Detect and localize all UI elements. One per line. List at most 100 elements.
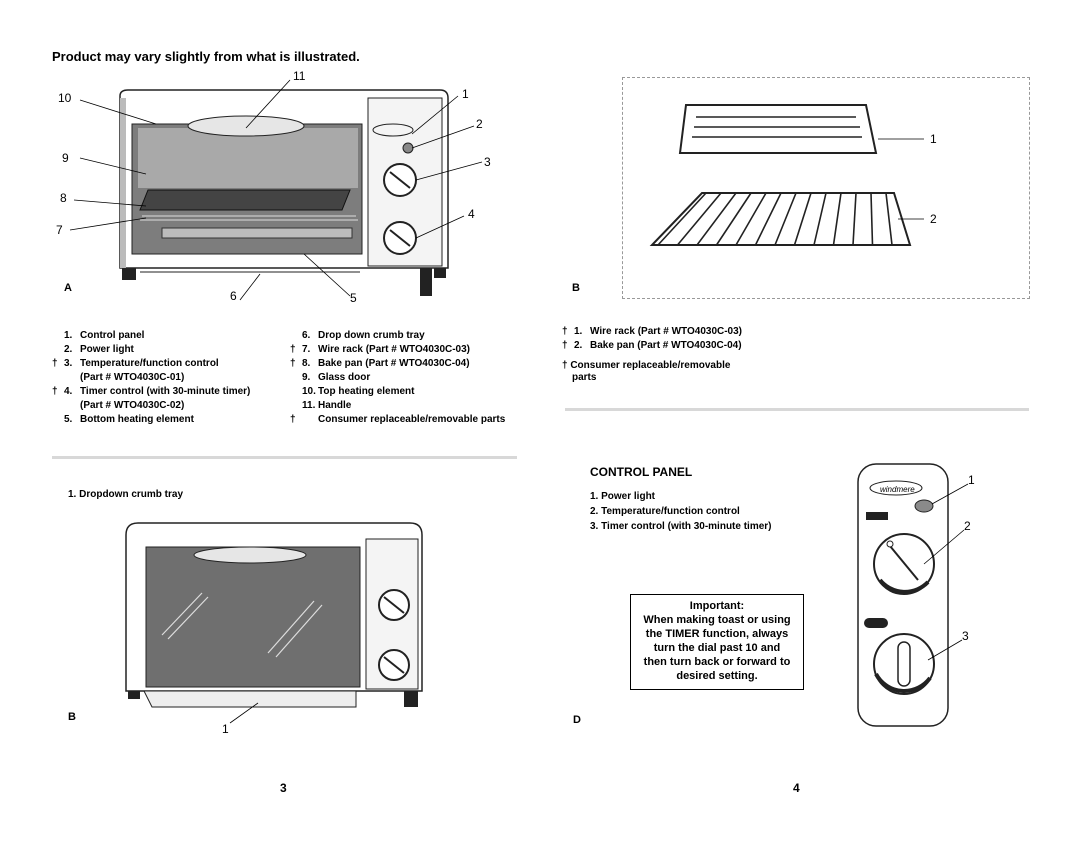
dagger-mark: † (290, 344, 296, 355)
cp-brand: windmere (880, 485, 915, 494)
parts-list-item: † 4. Timer control (with 30-minute timer) (52, 386, 250, 398)
item-text: Consumer replaceable/removable parts (318, 414, 506, 425)
note-line1: † Consumer replaceable/removable (562, 360, 731, 371)
callout-2: 2 (476, 117, 483, 131)
figure-a-toaster-oven: 11 10 9 8 7 6 5 1 2 3 4 (56, 69, 491, 305)
item-number: 7. (302, 344, 311, 355)
dagger-mark (52, 414, 64, 426)
item-number: 9. (302, 372, 311, 383)
dagger-mark (52, 344, 64, 356)
cp-callout-1: 1 (968, 473, 975, 487)
dagger-mark: † (562, 340, 568, 351)
item-text: (Part # WTO4030C-02) (80, 400, 185, 411)
callout-3: 3 (484, 155, 491, 169)
figure-b-caption: 1. Dropdown crumb tray (68, 489, 184, 500)
callout-11: 11 (293, 69, 306, 83)
parts-list-item: 5.Bottom heating element (52, 414, 250, 426)
item-number: 11. (302, 400, 316, 411)
page-number-4: 4 (793, 781, 800, 795)
rack-bar (832, 192, 842, 246)
rack-bar (735, 192, 767, 246)
item-number: 4. (64, 386, 73, 397)
item-number: 1. (574, 326, 583, 337)
item-number: 2. (64, 344, 73, 355)
item-text: Top heating element (318, 386, 415, 397)
figure-b-letter: B (68, 711, 76, 723)
figure-d-letter: D (573, 714, 581, 726)
item-text: Wire rack (Part # WTO4030C-03) (318, 344, 471, 355)
dagger-mark: † (290, 414, 296, 425)
dagger-mark: † (290, 358, 296, 369)
parts-list-item: † 7. Wire rack (Part # WTO4030C-03) (290, 344, 505, 356)
dagger-mark (290, 400, 302, 412)
item-number (64, 372, 80, 384)
item-text: Handle (318, 400, 352, 411)
callout-1: 1 (462, 87, 469, 101)
rack-bar (696, 192, 737, 246)
important-line: When making toast or using (643, 614, 791, 626)
rack-bar (657, 192, 707, 246)
parts-list-item: (Part # WTO4030C-02) (52, 400, 250, 412)
page-number-3: 3 (280, 781, 287, 795)
parts-list-item: 2. Power light (52, 344, 250, 356)
rack-bar (676, 192, 722, 246)
rack-bar (852, 192, 857, 246)
figure-b-p4-letter: B (572, 282, 580, 294)
control-panel-item: 3. Timer control (with 30-minute timer) (590, 521, 772, 532)
dagger-mark: † (52, 358, 58, 369)
rack-bar (774, 192, 797, 246)
control-panel-item: 2. Temperature/function control (590, 506, 740, 517)
parts-list-item: † 1. Wire rack (Part # WTO4030C-03) (562, 326, 742, 338)
dagger-mark: † (562, 326, 568, 337)
item-number: 2. (574, 340, 583, 351)
callout-5: 5 (350, 291, 357, 305)
figure-a-letter: A (64, 282, 72, 294)
callout-6: 6 (230, 289, 237, 303)
control-panel-heading: CONTROL PANEL (590, 465, 693, 479)
dagger-mark (290, 330, 302, 342)
dagger-mark (52, 330, 64, 342)
item-text: Bake pan (Part # WTO4030C-04) (590, 340, 742, 351)
item-text: Drop down crumb tray (318, 330, 425, 341)
figure-d-control-panel: windmere 1 2 3 (857, 463, 975, 727)
important-line: desired setting. (676, 670, 758, 682)
item-text: Temperature/function control (80, 358, 219, 369)
parts-list-item: 9. Glass door (290, 372, 505, 384)
item-text: Timer control (with 30-minute timer) (80, 386, 251, 397)
item-number (302, 414, 318, 426)
rack-bar (885, 192, 893, 246)
callout-10: 10 (58, 91, 72, 105)
divider-page3 (52, 456, 517, 459)
callout-8: 8 (60, 191, 67, 205)
cp-callout-2: 2 (964, 519, 971, 533)
dagger-mark: † (52, 386, 58, 397)
parts-list-item: 1.Control panel (52, 330, 250, 342)
important-line: the TIMER function, always (645, 628, 789, 640)
parts-list-item: 10.Top heating element (290, 386, 505, 398)
figure-b-box (622, 77, 1030, 299)
important-line: then turn back or forward to (643, 656, 791, 668)
control-panel-item: 1. Power light (590, 491, 656, 502)
item-text: Bake pan (Part # WTO4030C-04) (318, 358, 470, 369)
item-text: Power light (80, 344, 134, 355)
divider-page4 (565, 408, 1029, 411)
parts-list-item: † 2. Bake pan (Part # WTO4030C-04) (562, 340, 742, 352)
note-line2: parts (572, 372, 597, 383)
dagger-mark (290, 372, 302, 384)
dagger-mark (52, 372, 64, 384)
parts-list-item: †8.Bake pan (Part # WTO4030C-04) (290, 358, 505, 370)
item-number: 5. (64, 414, 73, 425)
parts-list-item: 11.Handle (290, 400, 505, 412)
rack-bar (793, 192, 812, 246)
callout-7: 7 (56, 223, 63, 237)
item-text: Glass door (318, 372, 371, 383)
control-panel-items: 1. Power light 2. Temperature/function co… (590, 491, 772, 536)
rack-bar (754, 192, 782, 246)
item-text: Wire rack (Part # WTO4030C-03) (590, 326, 743, 337)
figure-b-toaster-oven: 1 (125, 522, 423, 736)
item-text: (Part # WTO4030C-01) (80, 372, 185, 383)
callout-9: 9 (62, 151, 69, 165)
parts-list-right: 6.Drop down crumb tray†7.Wire rack (Part… (290, 330, 505, 428)
